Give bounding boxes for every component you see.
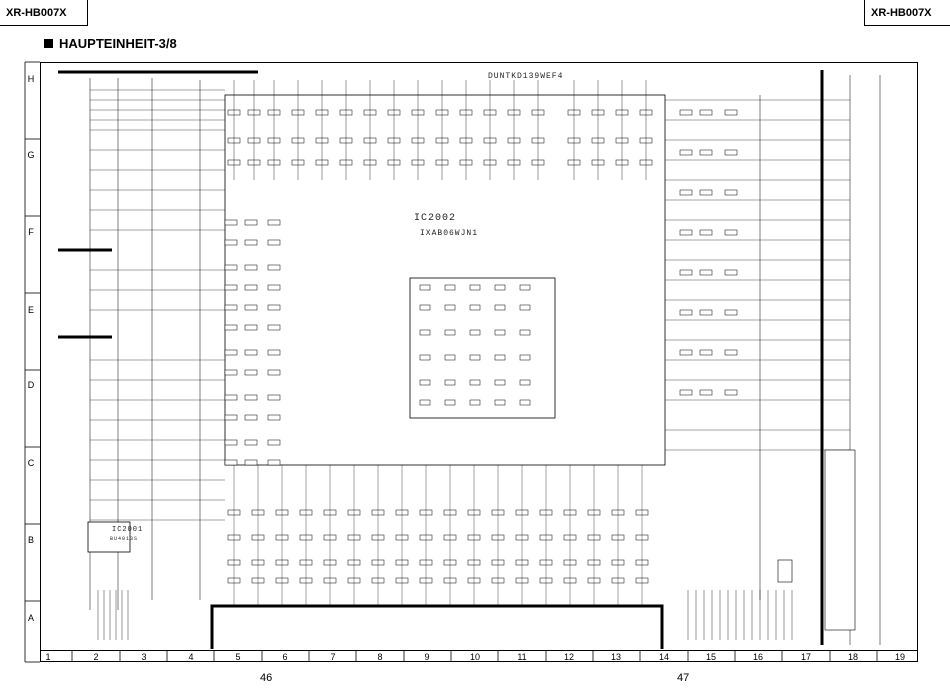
small-ic-part-label: BU4013S bbox=[110, 536, 139, 542]
right-connector-block bbox=[777, 449, 856, 631]
row-label-g: G bbox=[27, 150, 35, 160]
page-number-left: 46 bbox=[260, 672, 273, 684]
col-label-11: 11 bbox=[517, 652, 527, 662]
schematic-frame bbox=[40, 62, 918, 662]
row-label-c: C bbox=[27, 458, 35, 468]
thick-bus-lines bbox=[58, 70, 824, 649]
main-ic-ref-label: IC2002 bbox=[414, 213, 457, 224]
component-grid-top bbox=[227, 109, 653, 166]
row-dividers bbox=[24, 61, 40, 663]
model-tab-right: XR-HB007X bbox=[864, 0, 950, 26]
small-ic-ref-label: IC2001 bbox=[112, 526, 144, 534]
component-grid-bottom bbox=[227, 509, 649, 584]
page-title: HAUPTEINHEIT-3/8 bbox=[44, 36, 177, 51]
col-label-4: 4 bbox=[188, 652, 194, 662]
row-label-h: H bbox=[27, 74, 35, 84]
col-label-3: 3 bbox=[141, 652, 147, 662]
col-label-17: 17 bbox=[800, 652, 811, 662]
col-label-16: 16 bbox=[752, 652, 763, 662]
col-label-14: 14 bbox=[658, 652, 669, 662]
top-ic-part-label: DUNTKD139WEF4 bbox=[488, 72, 564, 81]
right-signal-lines bbox=[665, 99, 850, 451]
row-label-a: A bbox=[27, 613, 34, 623]
col-label-10: 10 bbox=[469, 652, 480, 662]
col-label-13: 13 bbox=[610, 652, 621, 662]
ic2001-chip bbox=[87, 521, 131, 553]
col-label-7: 7 bbox=[330, 652, 336, 662]
col-label-15: 15 bbox=[705, 652, 716, 662]
bullet-square-icon bbox=[44, 39, 53, 48]
component-grid-right bbox=[679, 109, 738, 396]
component-grid-left bbox=[224, 219, 281, 466]
col-label-9: 9 bbox=[424, 652, 430, 662]
bottom-pin-stubs bbox=[233, 465, 643, 605]
left-connector-lines bbox=[89, 78, 201, 610]
bottom-left-pins bbox=[97, 590, 129, 640]
left-signal-lines bbox=[90, 89, 225, 521]
row-label-f: F bbox=[28, 227, 34, 237]
model-tab-left: XR-HB007X bbox=[0, 0, 88, 26]
main-ic-outline bbox=[224, 94, 666, 466]
main-ic-part-label: IXAB06WJN1 bbox=[420, 229, 479, 238]
col-label-1: 1 bbox=[45, 652, 51, 662]
col-label-19: 19 bbox=[894, 652, 905, 662]
page-number-right: 47 bbox=[677, 672, 690, 684]
col-label-2: 2 bbox=[93, 652, 99, 662]
col-label-8: 8 bbox=[377, 652, 383, 662]
inner-matrix-components bbox=[419, 284, 531, 406]
col-label-6: 6 bbox=[282, 652, 288, 662]
page-title-text: HAUPTEINHEIT-3/8 bbox=[59, 36, 177, 51]
row-label-e: E bbox=[27, 305, 34, 315]
row-label-b: B bbox=[27, 535, 34, 545]
column-dividers bbox=[71, 650, 878, 662]
col-label-18: 18 bbox=[847, 652, 858, 662]
row-label-d: D bbox=[27, 380, 35, 390]
column-ruler bbox=[40, 650, 918, 662]
bottom-right-pins bbox=[687, 590, 793, 640]
col-label-12: 12 bbox=[563, 652, 574, 662]
top-pin-stubs bbox=[233, 80, 647, 180]
col-label-5: 5 bbox=[235, 652, 241, 662]
